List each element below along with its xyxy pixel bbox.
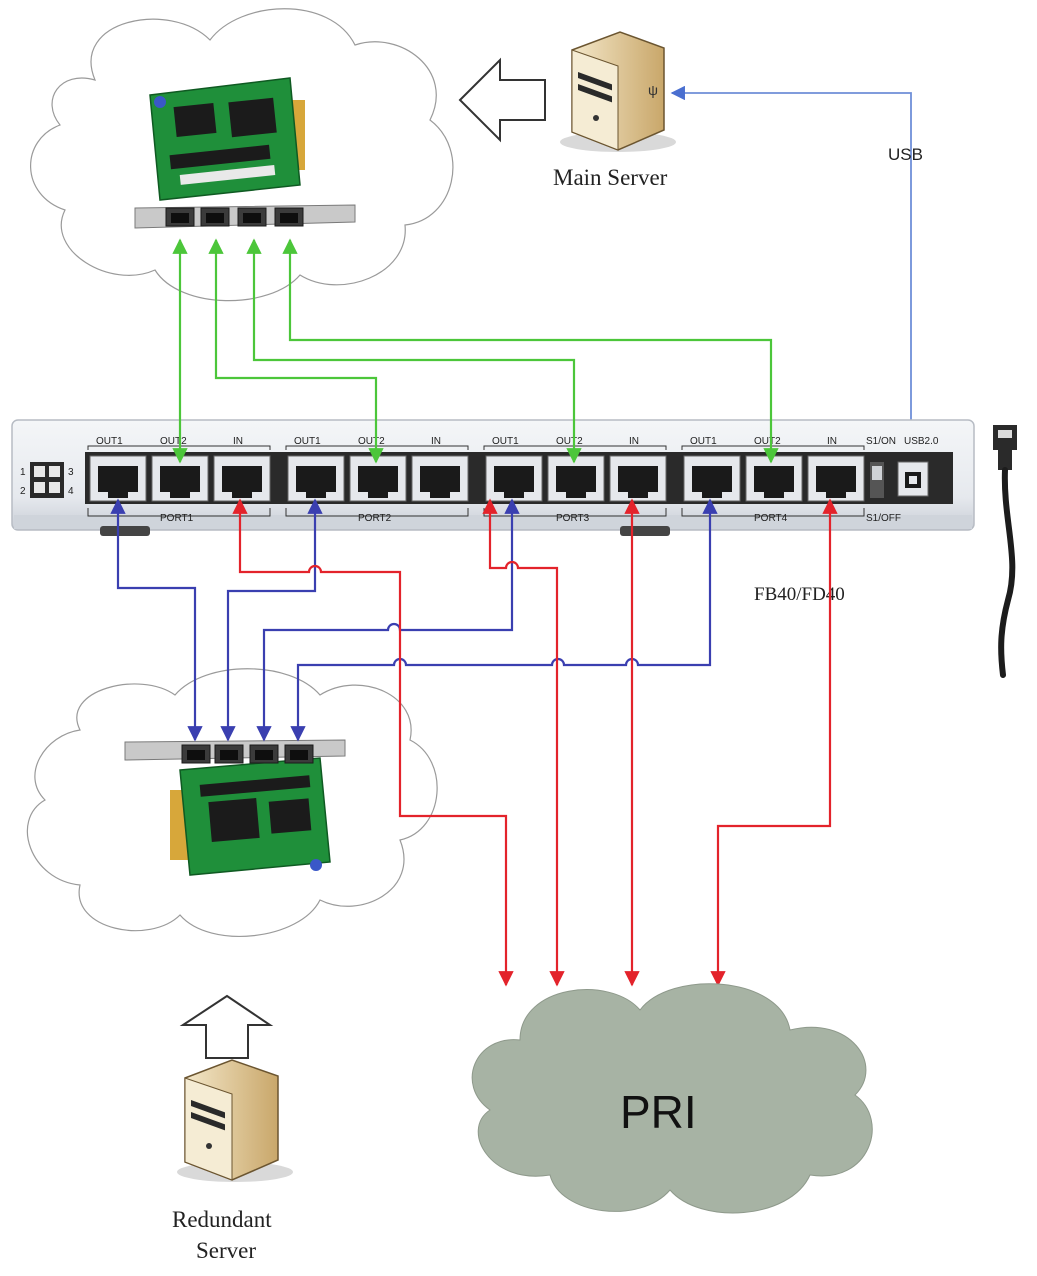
port1-out1-label: OUT1: [96, 436, 123, 447]
svg-text:ψ: ψ: [648, 82, 658, 98]
redundant-hollow-arrow: [179, 994, 274, 1059]
port2-out1-label: OUT1: [294, 436, 321, 447]
usb-label: USB: [888, 145, 923, 164]
switch-s1: [870, 462, 884, 498]
port3-in-label: IN: [629, 436, 639, 447]
led-4: 4: [68, 486, 74, 497]
led-2: 2: [20, 486, 26, 497]
usb-port: [897, 461, 929, 497]
main-links: [172, 238, 779, 464]
led-block: 1 2 3 4: [20, 462, 74, 498]
port1-in-label: IN: [233, 436, 243, 447]
port4-out2-label: OUT2: [754, 436, 781, 447]
port2-out2-label: OUT2: [358, 436, 385, 447]
port3-out2-label: OUT2: [556, 436, 583, 447]
pri-cloud: [471, 983, 873, 1214]
main-server-icon: ψ: [560, 31, 676, 152]
pri-links: [232, 498, 838, 987]
port2-label: PORT2: [358, 513, 392, 524]
usb-link: [670, 85, 912, 457]
port4-out1-label: OUT1: [690, 436, 717, 447]
port2-in-label: IN: [431, 436, 441, 447]
redundant-server-icon: [177, 1059, 293, 1182]
main-interface-card: [134, 77, 356, 229]
main-server-label: Main Server: [553, 165, 668, 190]
redundant-server-label-line1: Redundant: [172, 1207, 272, 1232]
device-model-label: FB40/FD40: [754, 584, 845, 605]
led-3: 3: [68, 467, 74, 478]
port4-in-label: IN: [827, 436, 837, 447]
switch-off-label: S1/OFF: [866, 513, 901, 524]
port3-label: PORT3: [556, 513, 590, 524]
led-1: 1: [20, 467, 26, 478]
switch-on-label: S1/ON: [866, 436, 896, 447]
port4-label: PORT4: [754, 513, 788, 524]
usb-port-label: USB2.0: [904, 436, 939, 447]
main-hollow-arrow: [458, 57, 546, 143]
pri-label: PRI: [620, 1086, 697, 1138]
port1-label: PORT1: [160, 513, 194, 524]
port3-out1-label: OUT1: [492, 436, 519, 447]
port1-out2-label: OUT2: [160, 436, 187, 447]
redundant-server-label-line2: Server: [196, 1238, 256, 1263]
usb-cable: [993, 425, 1017, 678]
